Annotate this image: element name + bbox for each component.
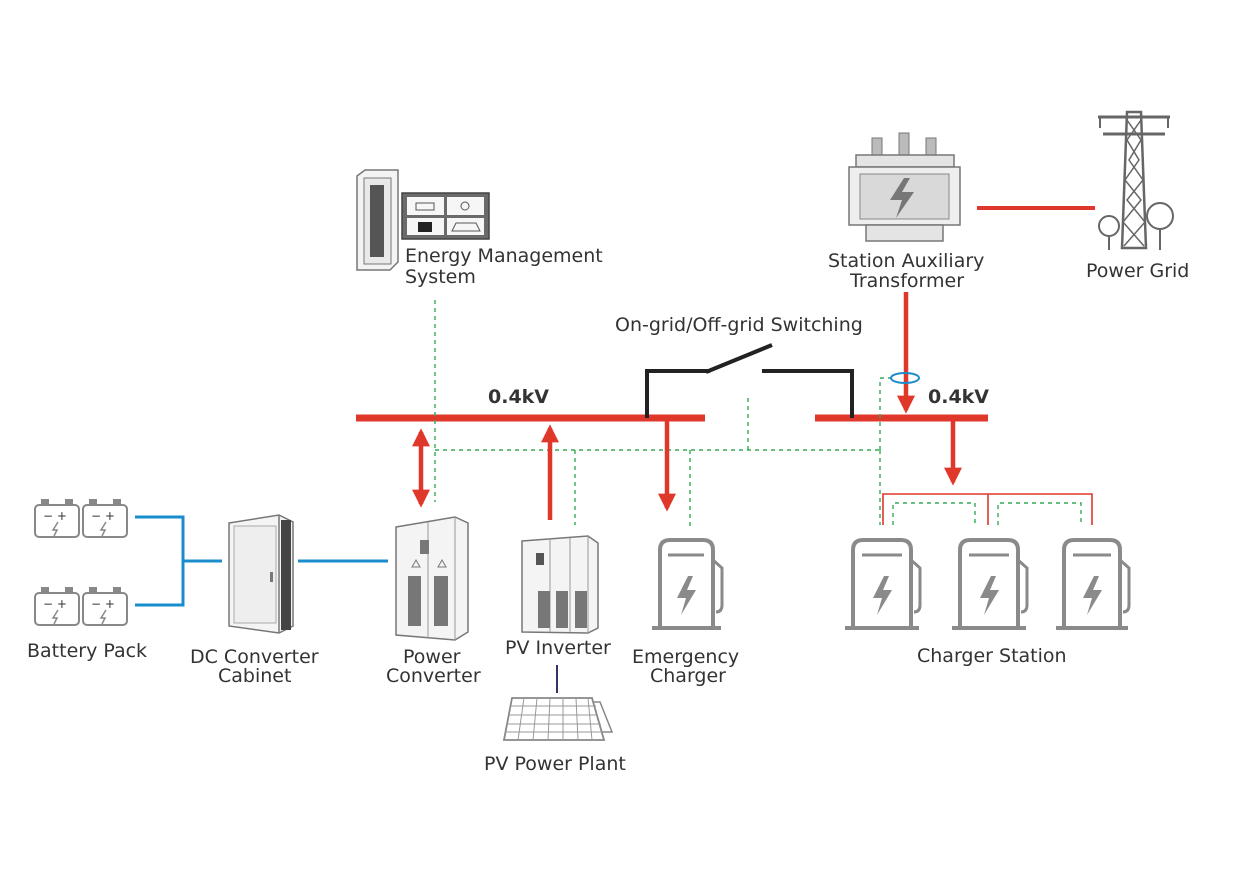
battery-pack-label: Battery Pack: [27, 640, 147, 662]
solar-panel-icon: [502, 697, 614, 741]
pv-power-plant-label: PV Power Plant: [484, 753, 626, 775]
power-flow-lines: [412, 206, 1095, 525]
bus-label-right: 0.4kV: [928, 386, 989, 408]
switch-icon: [645, 343, 854, 418]
ems-monitor-icon: [401, 192, 490, 240]
power-converter-label: Power Converter: [386, 646, 481, 687]
charger-station: [845, 538, 1131, 630]
ev-charger-icon: [652, 538, 724, 630]
charger-station-label: Charger Station: [917, 645, 1067, 667]
battery-pack: − + − + − + − +: [34, 499, 128, 626]
battery-icon: − +: [82, 587, 128, 626]
svg-text:− +: − +: [43, 597, 67, 611]
emergency-charger-label: Emergency Charger: [632, 646, 745, 687]
battery-icon: − +: [82, 499, 128, 538]
dc-lines: [135, 515, 388, 607]
ev-charger-icon: [845, 538, 922, 630]
converter-cabinet-icon: [395, 516, 469, 641]
transformer-label: Station Auxiliary Transformer: [828, 250, 990, 292]
ems-cabinet-icon: [356, 169, 399, 271]
ems-label: Energy Management System: [405, 245, 609, 288]
cabinet-icon: [228, 514, 294, 634]
switching-label: On-grid/Off-grid Switching: [615, 314, 863, 336]
inverter-cabinet-icon: [521, 535, 599, 634]
ev-charger-icon: [1056, 538, 1131, 630]
transmission-tower-icon: [1098, 110, 1174, 250]
battery-icon: − +: [34, 499, 80, 538]
pv-inverter-label: PV Inverter: [505, 637, 611, 659]
control-lines: [434, 300, 1082, 530]
power-grid-label: Power Grid: [1086, 260, 1189, 282]
svg-text:− +: − +: [43, 509, 67, 523]
transformer-icon: [848, 132, 961, 242]
current-sensor-ring-icon: [890, 372, 920, 384]
battery-icon: − +: [34, 587, 80, 626]
bus-label-left: 0.4kV: [488, 386, 549, 408]
dc-converter-label: DC Converter Cabinet: [190, 646, 325, 687]
ev-charger-icon: [952, 538, 1029, 630]
svg-text:− +: − +: [91, 509, 115, 523]
svg-text:− +: − +: [91, 597, 115, 611]
